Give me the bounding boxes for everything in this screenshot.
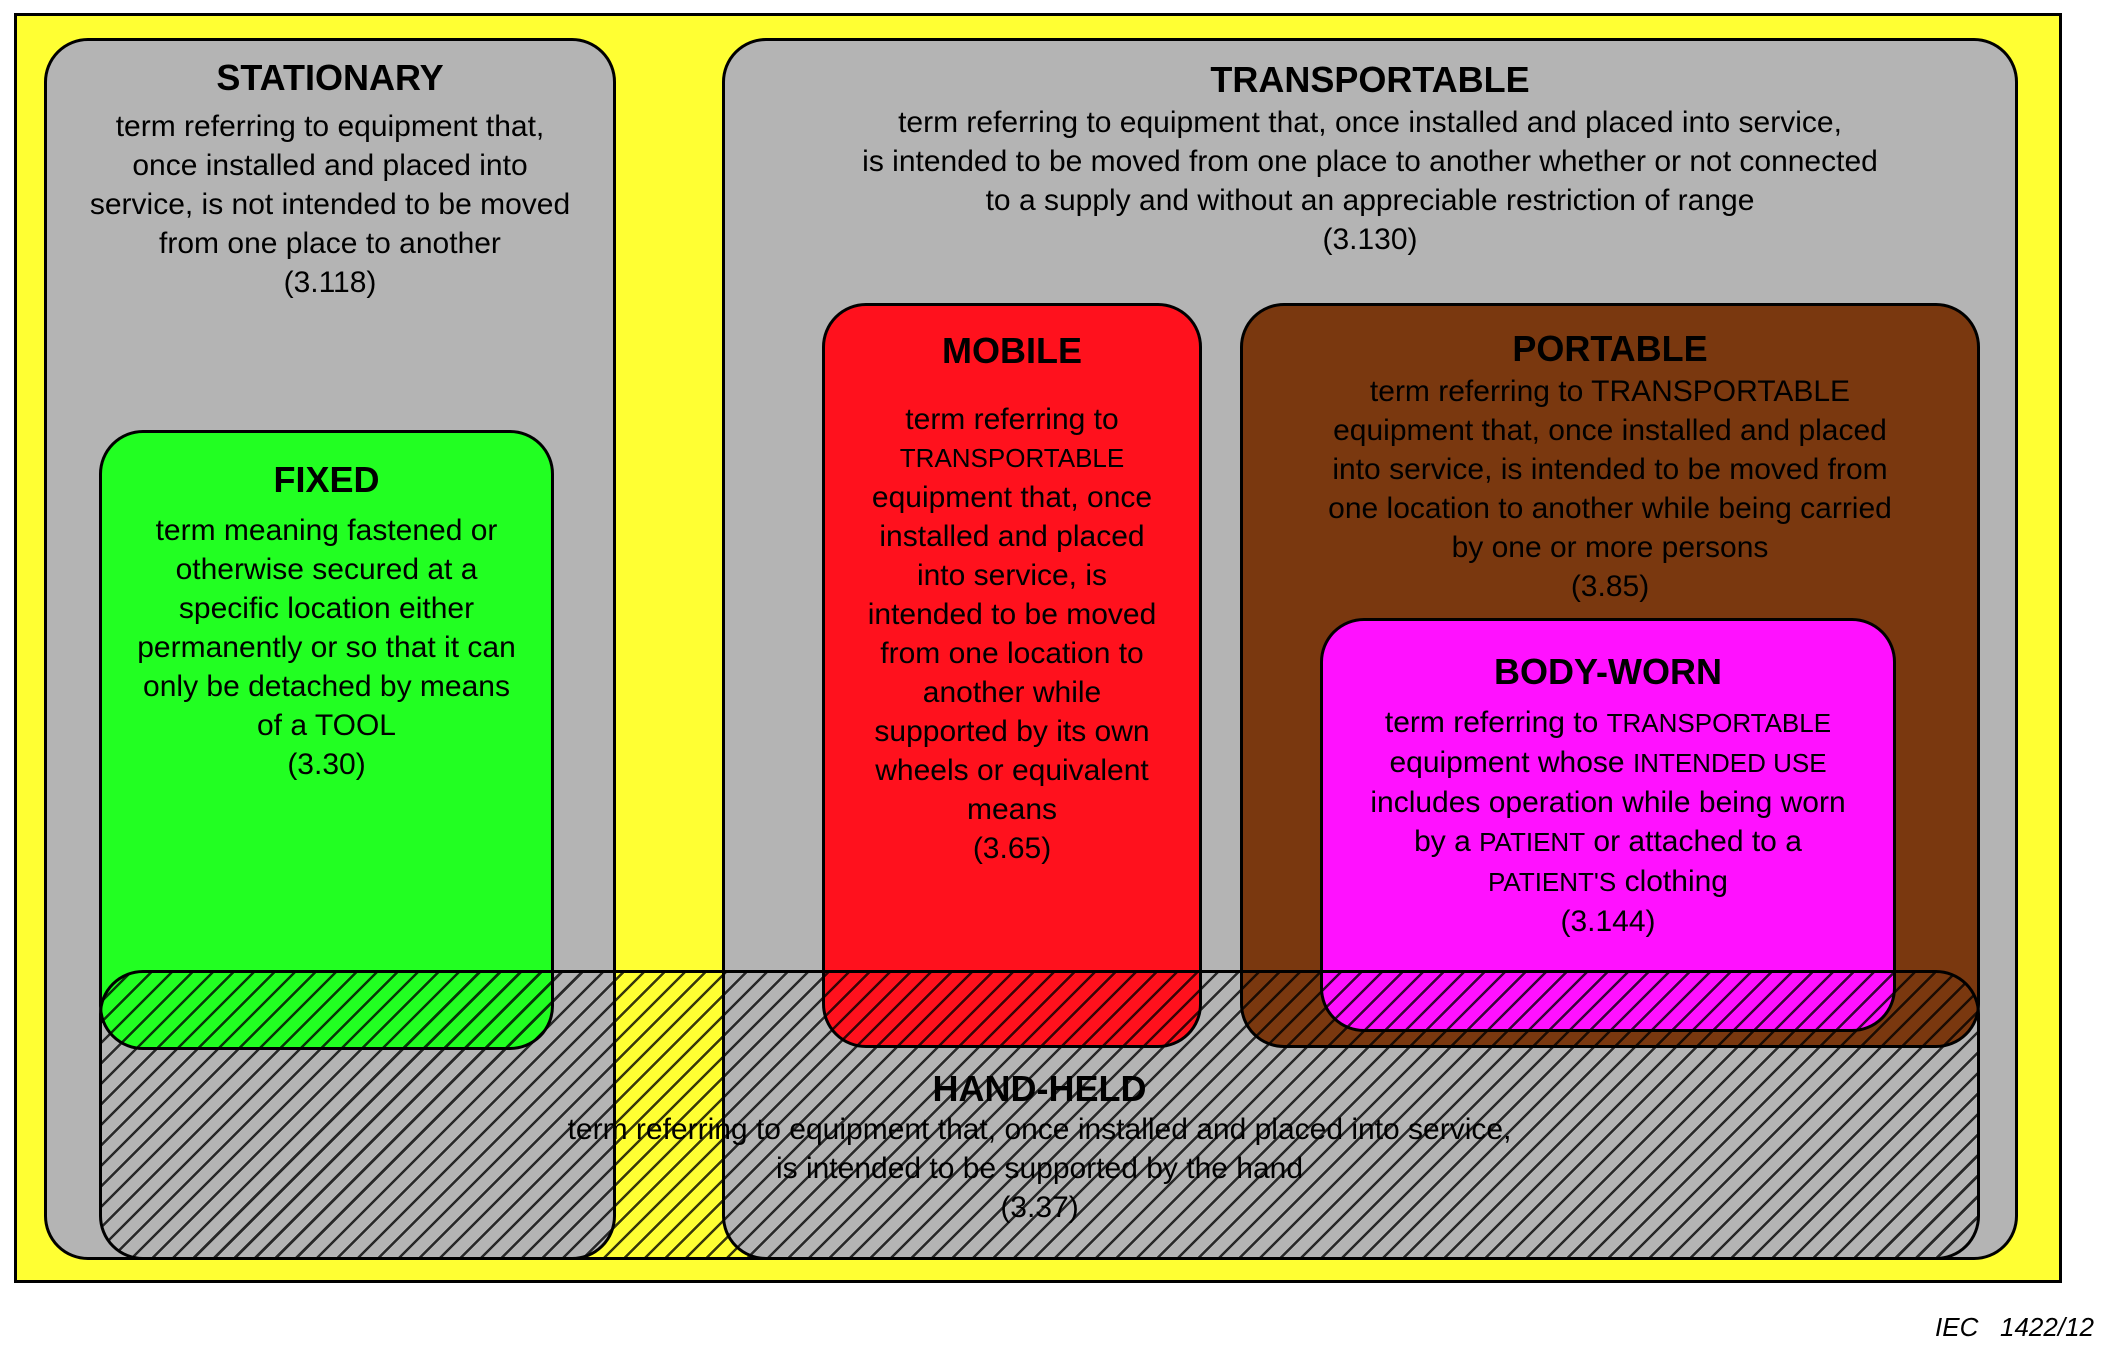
portable-ref: (3.85) (1570, 570, 1650, 603)
body-worn-term-patients: PATIENT'S (1488, 867, 1617, 897)
portable-line: into service, is intended to be moved fr… (1332, 453, 1888, 486)
mobile-line: another while (922, 676, 1102, 709)
stationary-line: term referring to equipment that, (115, 110, 545, 143)
stationary-title: STATIONARY (216, 57, 444, 98)
transportable-title: TRANSPORTABLE (1210, 59, 1530, 100)
hand-held-label: HAND-HELD term referring to equipment th… (99, 1068, 1980, 1227)
body-worn-line: term referring to TRANSPORTABLE (1323, 703, 1893, 743)
body-worn-text: by a (1414, 825, 1480, 858)
mobile-line: supported by its own (874, 715, 1150, 748)
body-worn-text: equipment whose (1389, 746, 1633, 779)
hand-held-box (99, 970, 1980, 1260)
hand-held-line: term referring to equipment that, once i… (567, 1113, 1512, 1146)
stationary-line: once installed and placed into (132, 149, 528, 182)
transportable-line: to a supply and without an appreciable r… (985, 184, 1755, 217)
fixed-ref: (3.30) (287, 748, 366, 781)
transportable-ref: (3.130) (1322, 223, 1418, 256)
fixed-line: otherwise secured at a (175, 553, 478, 586)
mobile-box: MOBILE term referring to TRANSPORTABLE e… (822, 303, 1202, 1048)
fixed-line: term meaning fastened or (155, 514, 498, 547)
mobile-line: term referring to (905, 403, 1119, 436)
mobile-term-transportable: TRANSPORTABLE (899, 443, 1125, 473)
body-worn-ref: (3.144) (1560, 905, 1656, 938)
body-worn-line: includes operation while being worn (1370, 786, 1846, 819)
portable-line: by one or more persons (1451, 531, 1769, 564)
mobile-line: into service, is (916, 559, 1108, 592)
hand-held-line: is intended to be supported by the hand (775, 1152, 1304, 1185)
stationary-description: term referring to equipment that, once i… (47, 107, 613, 263)
body-worn-term-patient: PATIENT (1479, 827, 1586, 857)
portable-line: term referring to TRANSPORTABLE (1369, 375, 1851, 408)
fixed-box: FIXED term meaning fastened or otherwise… (99, 430, 554, 1050)
hand-held-title: HAND-HELD (932, 1068, 1147, 1109)
fixed-title: FIXED (273, 459, 380, 500)
mobile-line: equipment that, once (871, 481, 1153, 514)
body-worn-line: equipment whose INTENDED USE (1323, 743, 1893, 783)
fixed-line: only be detached by means (143, 670, 510, 703)
mobile-line: means (966, 793, 1058, 826)
hand-held-description: term referring to equipment that, once i… (99, 1110, 1980, 1188)
fixed-line: of a TOOL (257, 709, 396, 742)
transportable-line: term referring to equipment that, once i… (898, 106, 1842, 139)
fixed-line: specific location either (178, 592, 475, 625)
hand-held-ref: (3.37) (1000, 1191, 1079, 1224)
body-worn-box: BODY-WORN term referring to TRANSPORTABL… (1320, 618, 1896, 1032)
stationary-line: service, is not intended to be moved (89, 188, 571, 221)
fixed-description: term meaning fastened or otherwise secur… (102, 511, 551, 745)
mobile-line: wheels or equivalent (875, 754, 1149, 787)
mobile-line: from one location to (880, 637, 1144, 670)
body-worn-term-intended-use: INTENDED USE (1632, 748, 1827, 778)
body-worn-line: by a PATIENT or attached to a (1323, 822, 1893, 862)
portable-line: equipment that, once installed and place… (1333, 414, 1887, 447)
body-worn-text: or attached to a (1585, 825, 1802, 858)
mobile-ref: (3.65) (972, 832, 1052, 865)
portable-title: PORTABLE (1512, 328, 1708, 369)
mobile-title: MOBILE (942, 330, 1082, 371)
mobile-line: installed and placed (879, 520, 1145, 553)
body-worn-text: term referring to (1384, 706, 1607, 739)
portable-line: one location to another while being carr… (1328, 492, 1892, 525)
fixed-line: permanently or so that it can (137, 631, 516, 664)
transportable-description: term referring to equipment that, once i… (725, 103, 2015, 220)
body-worn-description: term referring to TRANSPORTABLE equipmen… (1323, 703, 1893, 902)
body-worn-title: BODY-WORN (1494, 651, 1722, 692)
body-worn-line: PATIENT'S clothing (1323, 862, 1893, 902)
body-worn-term-transportable: TRANSPORTABLE (1606, 708, 1832, 738)
transportable-line: is intended to be moved from one place t… (862, 145, 1878, 178)
stationary-ref: (3.118) (283, 266, 377, 299)
stationary-line: from one place to another (159, 227, 501, 260)
mobile-line: intended to be moved (867, 598, 1157, 631)
body-worn-text: clothing (1616, 865, 1728, 898)
mobile-description: term referring to TRANSPORTABLE equipmen… (825, 400, 1199, 829)
portable-description: term referring to TRANSPORTABLE equipmen… (1243, 372, 1977, 567)
figure-code: IEC 1422/12 (1935, 1312, 2094, 1342)
